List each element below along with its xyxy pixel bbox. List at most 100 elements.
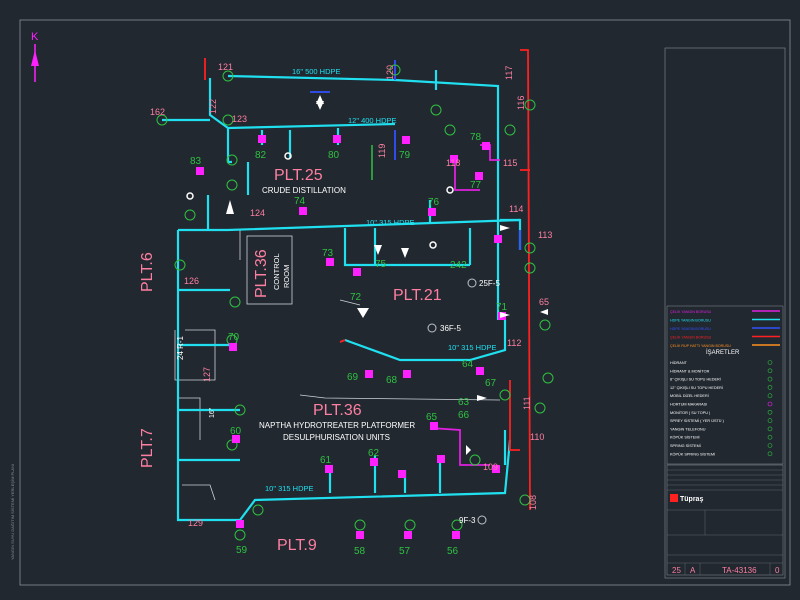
num-242: 242 xyxy=(450,260,467,271)
pipe-label-5: 10" 315 HDPE xyxy=(265,484,314,493)
drawing-number: TA-43136 xyxy=(722,566,757,575)
legend-symbol-label: 12" ÇIKIŞLI SU TOPU HEDERİ xyxy=(670,385,723,390)
num-118: 118 xyxy=(446,158,460,168)
num-61: 61 xyxy=(320,455,332,466)
num-112: 112 xyxy=(507,338,521,348)
num-82: 82 xyxy=(255,150,267,161)
logo-text: Tüpraş xyxy=(680,496,703,503)
revision-letter: A xyxy=(690,566,696,575)
num-69: 69 xyxy=(347,372,359,383)
tank-labels: 25F-5 36F-5 9F-3 xyxy=(440,279,500,525)
plt36-control-label: PLT.36 xyxy=(253,249,270,298)
steel-pipes-red xyxy=(204,49,531,511)
revision-number: 0 xyxy=(775,566,780,575)
control-label: CONTROL xyxy=(272,253,281,290)
hose-reel-markers xyxy=(196,135,506,539)
num-65: 65 xyxy=(539,297,549,307)
num-71: 71 xyxy=(496,302,508,313)
num-120: 120 xyxy=(385,65,395,80)
plt6-label: PLT.6 xyxy=(139,252,156,292)
legend-symbol-icon xyxy=(767,393,773,399)
legend-symbol-label: SPREY SİSTEMİ ( YER ÜSTÜ ) xyxy=(670,418,725,423)
tank-label-9f3: 9F-3 xyxy=(459,516,476,525)
legend-symbol-label: SPRING SİSTEMİ xyxy=(670,443,701,448)
num-80: 80 xyxy=(328,150,340,161)
legend-line-label: ÇELİK YANGIN BORUSU xyxy=(670,335,712,340)
pipe-label-4: 10" 315 HDPE xyxy=(448,343,497,352)
pipe-spec-labels: 16" 500 HDPE 12" 400 HDPE 10" 315 HDPE 1… xyxy=(265,67,497,493)
num-117: 117 xyxy=(504,66,514,80)
pipe-label-2: 12" 400 HDPE xyxy=(348,116,397,125)
num-74: 74 xyxy=(294,196,306,207)
logo-mark xyxy=(670,494,678,502)
num-108: 108 xyxy=(528,495,538,510)
legend-panel: ÇELİK YANGIN BORUSU HDPE YANGIN BORUSU HDP… xyxy=(666,305,784,465)
water-cannon-arrows xyxy=(226,95,548,455)
num-124: 124 xyxy=(250,208,265,218)
tank-symbols xyxy=(427,278,487,525)
num-56: 56 xyxy=(447,546,459,557)
num-76: 76 xyxy=(428,197,440,208)
legend-symbol-icon xyxy=(767,409,773,415)
num-126: 126 xyxy=(184,276,199,286)
num-110: 110 xyxy=(530,432,544,442)
num-63: 63 xyxy=(458,397,470,408)
num-58: 58 xyxy=(354,546,366,557)
legend-line-label: HDPE YANGIN BORUSU xyxy=(670,327,711,331)
num-162: 162 xyxy=(150,107,165,117)
legend-symbol-icon xyxy=(767,418,773,423)
outer-border xyxy=(19,19,791,586)
num-75: 75 xyxy=(375,259,387,270)
num-78: 78 xyxy=(470,132,482,143)
num-83: 83 xyxy=(190,156,202,167)
num-64: 64 xyxy=(462,359,474,370)
num-79: 79 xyxy=(399,150,411,161)
tank-label-25f5: 25F-5 xyxy=(479,279,500,288)
plt36-sublabel2: DESULPHURISATION UNITS xyxy=(283,433,390,442)
legend-symbol-label: KÖPÜK SPRING SİSTEMİ xyxy=(670,451,715,456)
plt36-label: PLT.36 xyxy=(313,402,362,419)
num-62: 62 xyxy=(368,448,380,459)
hdpe-pipes-cyan xyxy=(162,70,522,522)
north-label: K xyxy=(31,31,39,43)
legend-symbol-icon xyxy=(767,401,773,407)
num-65b: 65 xyxy=(426,412,438,423)
num-121: 121 xyxy=(218,62,233,72)
num-123: 123 xyxy=(232,114,247,124)
equipment-numbers-green: 82 80 79 78 77 83 74 76 73 75 242 72 71 … xyxy=(190,132,508,557)
plt7-label: PLT.7 xyxy=(139,428,156,468)
plt25-sublabel: CRUDE DISTILLATION xyxy=(262,186,346,195)
hdpe-pipes-blue xyxy=(310,60,521,250)
legend-symbol-label: YANGIN TELEFONU xyxy=(670,427,706,431)
num-59: 59 xyxy=(236,545,248,556)
side-panel-border xyxy=(664,47,786,579)
legend-symbol-icon xyxy=(767,443,773,448)
num-73: 73 xyxy=(322,248,334,259)
num-122: 122 xyxy=(208,99,218,114)
legend-line-label: HDPE YANGIN BORUSU xyxy=(670,319,711,323)
num-77: 77 xyxy=(470,180,482,191)
legend-line-label: ÇELİK RUP HATTI YANGIN BORUSU xyxy=(670,343,731,348)
legend-symbol-icon xyxy=(767,385,773,390)
pipe-label-6: 16" xyxy=(209,407,216,418)
legend-symbol-label: 8" ÇIKIŞLI SU TOPU HEDERİ xyxy=(670,377,721,382)
legend-symbol-label: HİDRANT xyxy=(670,360,688,365)
legend-symbol-icon xyxy=(767,426,773,432)
legend-symbol-icon xyxy=(767,434,773,440)
legend-symbol-label: MONİTOR ( SU TOPU ) xyxy=(670,410,711,415)
num-114: 114 xyxy=(509,204,523,214)
legend-symbol-icon xyxy=(767,368,773,374)
legend-symbol-label: MOBİL DİZEL HEDERİ xyxy=(670,393,709,398)
num-70: 70 xyxy=(228,332,240,343)
plt36-sublabel1: NAPTHA HYDROTREATER PLATFORMER xyxy=(259,421,415,430)
num-116: 116 xyxy=(516,96,526,110)
legend-symbol-icon xyxy=(767,451,773,457)
num-68: 68 xyxy=(386,375,398,386)
building-outlines xyxy=(174,229,501,501)
num-60: 60 xyxy=(230,426,242,437)
num-67: 67 xyxy=(485,378,497,389)
title-block: Tüpraş 25 A TA-43136 0 xyxy=(666,464,784,576)
plt9-label: PLT.9 xyxy=(277,537,317,554)
legend-symbol-label: HORTUM MAKARASI xyxy=(670,403,707,407)
